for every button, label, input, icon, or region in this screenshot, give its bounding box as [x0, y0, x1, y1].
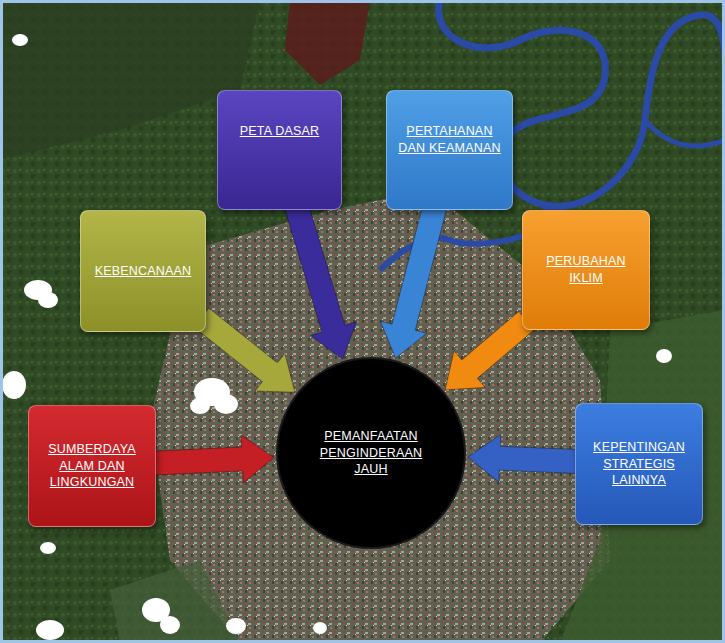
topic-label: PETA DASAR: [240, 123, 320, 140]
block-arrow: [445, 311, 534, 389]
topic-label: KEPENTINGAN STRATEGIS LAINNYA: [585, 439, 693, 490]
field: [560, 310, 725, 643]
center-label: PEMANFAATAN PENGINDERAAN JAUH: [315, 428, 427, 479]
block-arrow: [194, 308, 295, 392]
topic-label: PERUBAHAN IKLIM: [532, 253, 640, 287]
topic-box: KEPENTINGAN STRATEGIS LAINNYA: [575, 403, 703, 525]
topic-box: KEBENCANAAN: [80, 210, 206, 332]
topic-label: PERTAHANAN DAN KEAMANAN: [396, 123, 503, 157]
river: [645, 120, 725, 146]
topic-label: KEBENCANAAN: [95, 263, 192, 280]
block-arrow: [468, 434, 582, 482]
topic-box: PETA DASAR: [217, 90, 342, 210]
topic-box: PERUBAHAN IKLIM: [522, 210, 650, 330]
center-circle: PEMANFAATAN PENGINDERAAN JAUH: [276, 357, 466, 549]
topic-box: SUMBERDAYA ALAM DAN LINGKUNGAN: [28, 405, 156, 527]
block-arrow: [380, 201, 447, 358]
block-arrow: [149, 435, 274, 483]
block-arrow: [284, 201, 356, 359]
topic-label: SUMBERDAYA ALAM DAN LINGKUNGAN: [38, 441, 146, 492]
field: [110, 560, 240, 643]
red-patch: [285, 0, 370, 85]
topic-box: PERTAHANAN DAN KEAMANAN: [386, 90, 513, 210]
clouds: [2, 34, 672, 640]
